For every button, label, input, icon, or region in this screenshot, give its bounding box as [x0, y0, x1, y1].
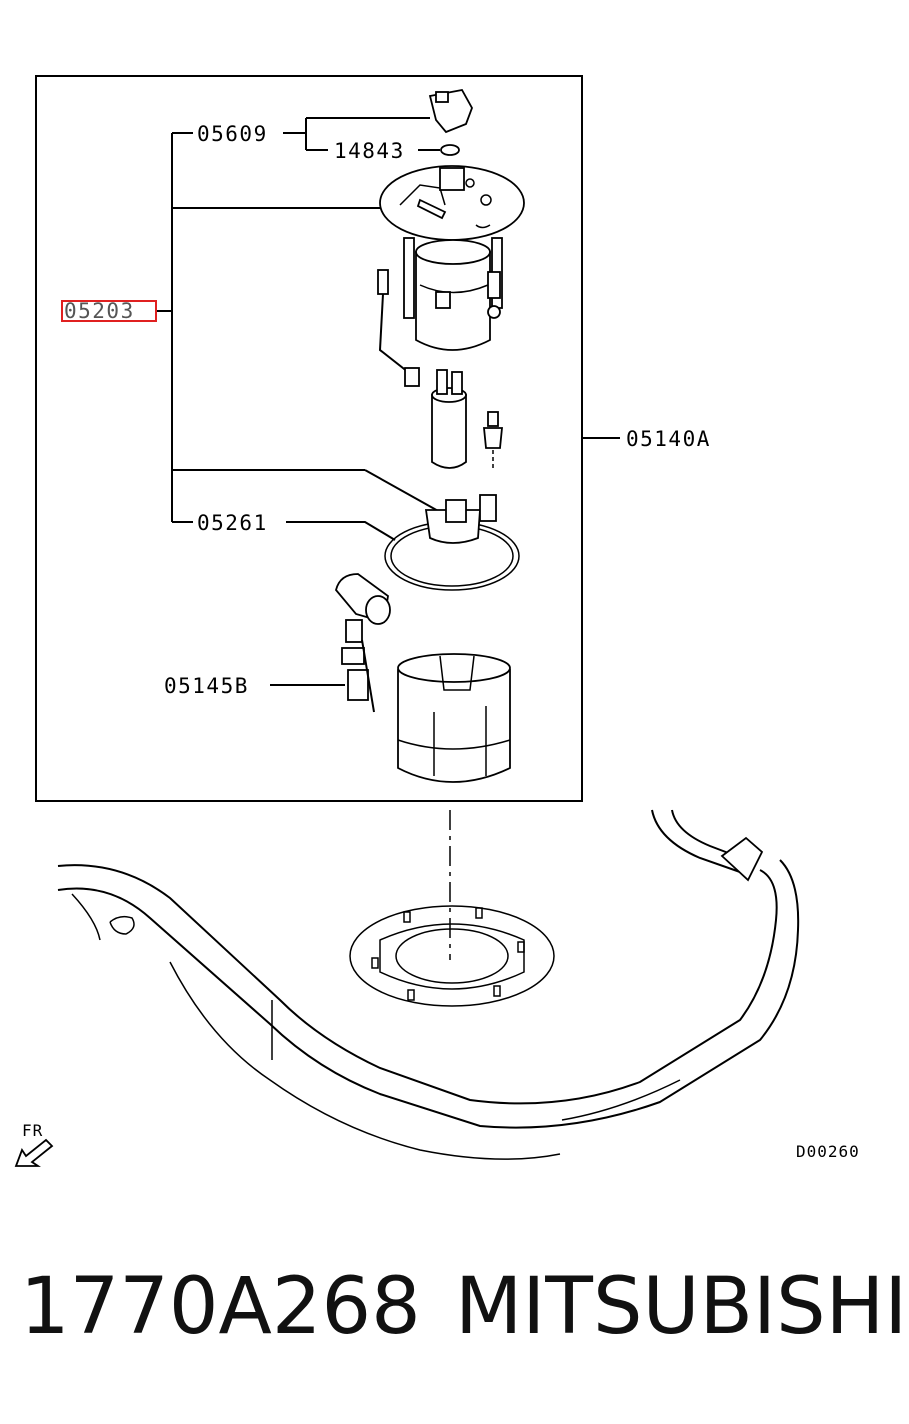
o-ring-part: [440, 144, 460, 156]
part-number: 1770A268: [20, 1262, 421, 1352]
front-arrow-icon: [14, 1138, 54, 1167]
callout-05140A: 05140A: [626, 427, 711, 451]
filter-part: [335, 573, 391, 625]
callout-bracket: [155, 132, 441, 523]
highlight-box: [61, 300, 157, 322]
pump-housing-part: [403, 237, 503, 351]
wire-connector-part: [428, 88, 473, 134]
brand-name: MITSUBISHI: [455, 1262, 908, 1352]
part-caption: 1770A268 MITSUBISHI: [0, 1262, 909, 1372]
callout-14843: 14843: [334, 139, 405, 163]
front-label: FR: [22, 1121, 43, 1140]
reservoir-bucket-part: [397, 653, 511, 783]
leader-05261: [286, 521, 396, 541]
fuel-pump-motor-part: [431, 369, 467, 469]
fuel-tank-part: [57, 809, 800, 1160]
level-sender-part: [341, 619, 375, 713]
callout-05145B: 05145B: [164, 674, 249, 698]
leader-05609: [283, 117, 440, 151]
callout-05203: 05203: [64, 299, 135, 323]
level-sensor-wire-part: [377, 269, 420, 387]
callout-05609: 05609: [197, 122, 268, 146]
flange-plate-part: [379, 165, 525, 241]
regulator-part: [483, 411, 503, 470]
seal-ring-part: [384, 494, 520, 591]
diagram-code: D00260: [796, 1142, 860, 1161]
callout-05261: 05261: [197, 511, 268, 535]
